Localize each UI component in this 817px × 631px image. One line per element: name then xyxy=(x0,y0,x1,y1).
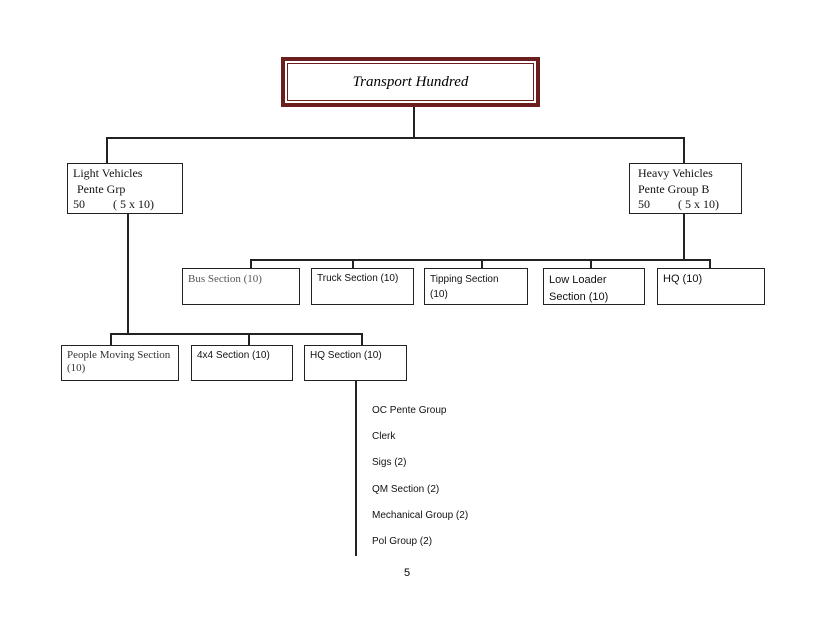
heavy-vehicles-box: Heavy Vehicles Pente Group B 50 ( 5 x 10) xyxy=(629,163,742,214)
section-label: HQ Section (10) xyxy=(310,350,382,361)
connector xyxy=(248,333,250,345)
heavy-vehicles-group: Pente Group B xyxy=(638,181,710,196)
connector xyxy=(250,259,252,268)
hq-member: Mechanical Group (2) xyxy=(372,510,469,521)
connector xyxy=(709,259,711,268)
connector xyxy=(110,333,112,345)
title-box: Transport Hundred xyxy=(281,57,540,107)
light-vehicles-count: 50 xyxy=(73,197,85,212)
section-label: 4x4 Section (10) xyxy=(197,350,270,361)
section-label: Tipping Section xyxy=(430,274,499,285)
connector xyxy=(413,107,415,138)
connector xyxy=(481,259,483,268)
light-vehicles-breakdown: ( 5 x 10) xyxy=(113,197,154,212)
light-vehicles-label: Light Vehicles xyxy=(73,166,143,180)
connector xyxy=(106,137,684,139)
connector xyxy=(106,137,108,163)
light-vehicles-group: Pente Grp xyxy=(77,181,126,196)
truck-section-box: Truck Section (10) xyxy=(311,268,414,305)
light-vehicles-box: Light Vehicles Pente Grp 50 ( 5 x 10) xyxy=(67,163,183,214)
connector xyxy=(352,259,354,268)
hq-member: Clerk xyxy=(372,431,396,442)
connector xyxy=(110,333,362,335)
section-label: Low Loader xyxy=(549,274,607,286)
section-count: (10) xyxy=(430,289,448,300)
hq-box: HQ (10) xyxy=(657,268,765,305)
heavy-vehicles-count: 50 xyxy=(638,197,650,212)
hq-member: QM Section (2) xyxy=(372,484,440,495)
connector xyxy=(590,259,592,268)
section-label: People Moving Section xyxy=(67,349,171,361)
connector xyxy=(355,381,357,556)
heavy-vehicles-label: Heavy Vehicles xyxy=(638,166,713,180)
connector xyxy=(127,214,129,334)
title-text: Transport Hundred xyxy=(287,63,534,101)
connector xyxy=(250,259,710,261)
section-count: (10) xyxy=(67,361,86,374)
hq-member: Pol Group (2) xyxy=(372,536,433,547)
section-label: Bus Section (10) xyxy=(188,273,262,285)
connector xyxy=(683,214,685,260)
connector xyxy=(683,137,685,163)
heavy-vehicles-breakdown: ( 5 x 10) xyxy=(678,197,719,212)
section-count: Section (10) xyxy=(549,290,609,303)
page-number: 5 xyxy=(404,567,411,579)
section-label: Truck Section (10) xyxy=(317,273,399,284)
connector xyxy=(361,333,363,345)
tipping-section-box: Tipping Section (10) xyxy=(424,268,528,305)
hq-member: Sigs (2) xyxy=(372,457,407,468)
hq-member: OC Pente Group xyxy=(372,405,447,416)
people-moving-section-box: People Moving Section(10) xyxy=(61,345,179,381)
4x4-section-box: 4x4 Section (10) xyxy=(191,345,293,381)
hq-section-box: HQ Section (10) xyxy=(304,345,407,381)
bus-section-box: Bus Section (10) xyxy=(182,268,300,305)
section-label: HQ (10) xyxy=(663,273,703,285)
